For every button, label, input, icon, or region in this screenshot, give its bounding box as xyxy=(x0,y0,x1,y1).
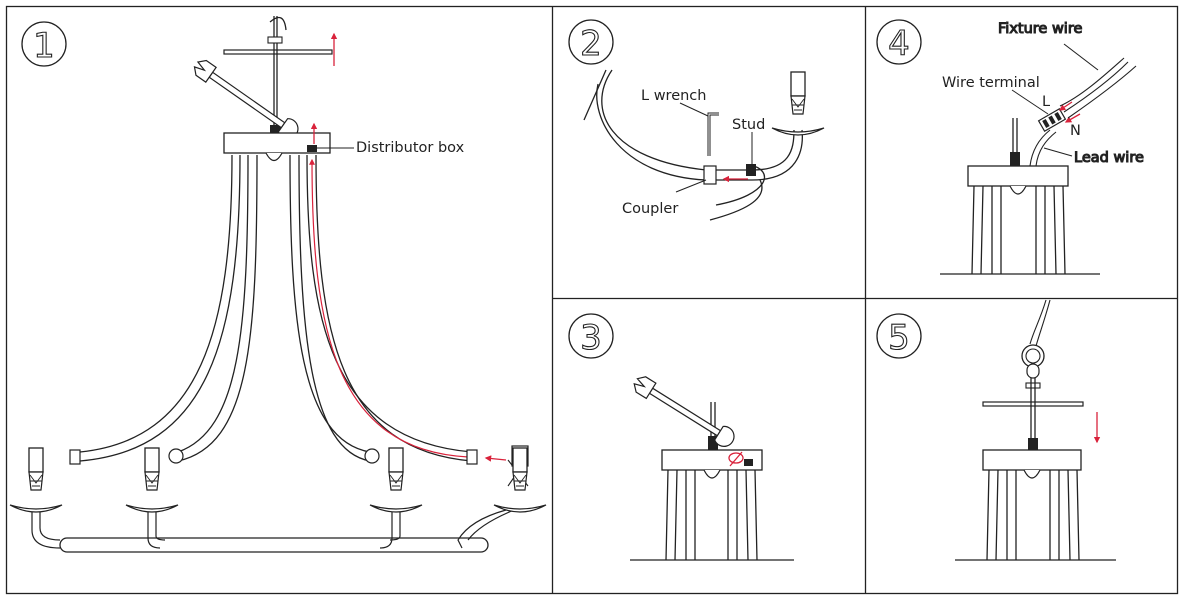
svg-text:Distributor box: Distributor box xyxy=(356,140,465,156)
candle-socket-icon xyxy=(790,71,806,115)
candle-socket-icon xyxy=(28,447,44,491)
svg-text:Fixture wire: Fixture wire xyxy=(998,21,1082,37)
svg-text:L wrench: L wrench xyxy=(641,88,706,104)
hook-ring-icon xyxy=(1021,299,1051,389)
candle-dish xyxy=(125,504,179,513)
lower-ring xyxy=(31,445,529,553)
wire-terminal-icon: Wire terminal L N xyxy=(942,75,1081,139)
stud: Stud xyxy=(732,117,765,176)
lead-wire: Lead wire xyxy=(1029,129,1145,167)
chandelier-arms xyxy=(955,469,1116,561)
arm-couplers xyxy=(69,448,507,465)
coupler: Coupler xyxy=(622,165,717,217)
candle-dish xyxy=(9,504,63,513)
svg-text:Stud: Stud xyxy=(732,117,765,133)
svg-text:L: L xyxy=(1042,94,1050,110)
rotate-arrow-icon xyxy=(728,451,744,467)
chandelier-arms xyxy=(630,469,794,561)
panel-borders xyxy=(5,5,1179,595)
step-2-panel: 2 Coupler Stud L wrench xyxy=(568,19,825,221)
step-number-badge: 5 xyxy=(876,313,922,359)
chandelier-arms xyxy=(940,185,1100,275)
svg-text:5: 5 xyxy=(888,318,910,358)
candle-socket-icon xyxy=(144,447,160,491)
step-4-panel: 4 Lead wire xyxy=(876,19,1145,275)
step-3-panel: 3 xyxy=(568,313,794,561)
l-wrench-icon: L wrench xyxy=(641,88,719,156)
svg-text:Lead wire: Lead wire xyxy=(1074,150,1144,166)
wrench-icon xyxy=(633,376,735,447)
svg-text:3: 3 xyxy=(580,318,602,358)
step-number-badge: 1 xyxy=(21,21,67,67)
distributor-box xyxy=(982,449,1082,479)
step-number-badge: 3 xyxy=(568,313,614,359)
svg-text:N: N xyxy=(1070,123,1081,139)
candle-socket-icon xyxy=(512,447,528,491)
distributor-box: Distributor box xyxy=(223,132,465,162)
svg-text:1: 1 xyxy=(33,26,55,66)
svg-text:2: 2 xyxy=(580,24,602,64)
ceiling-canopy xyxy=(223,16,333,133)
svg-text:Coupler: Coupler xyxy=(622,201,678,217)
distributor-box xyxy=(661,402,763,479)
fixture-wire: Fixture wire xyxy=(997,20,1137,119)
candle-dish xyxy=(369,504,423,513)
step-1-panel: 1 Distributor xyxy=(9,16,547,553)
svg-text:4: 4 xyxy=(888,24,910,64)
wrench-icon xyxy=(193,59,299,140)
candle-dish xyxy=(771,127,825,136)
step-number-badge: 2 xyxy=(568,19,614,65)
ceiling-canopy xyxy=(982,378,1084,450)
chandelier-arm xyxy=(583,69,803,221)
step-number-badge: 4 xyxy=(876,19,922,65)
chandelier-arms xyxy=(79,154,473,462)
candle-socket-icon xyxy=(388,447,404,491)
step-5-panel: 5 xyxy=(876,299,1116,561)
svg-text:Wire terminal: Wire terminal xyxy=(942,75,1040,91)
distributor-box xyxy=(967,118,1069,195)
